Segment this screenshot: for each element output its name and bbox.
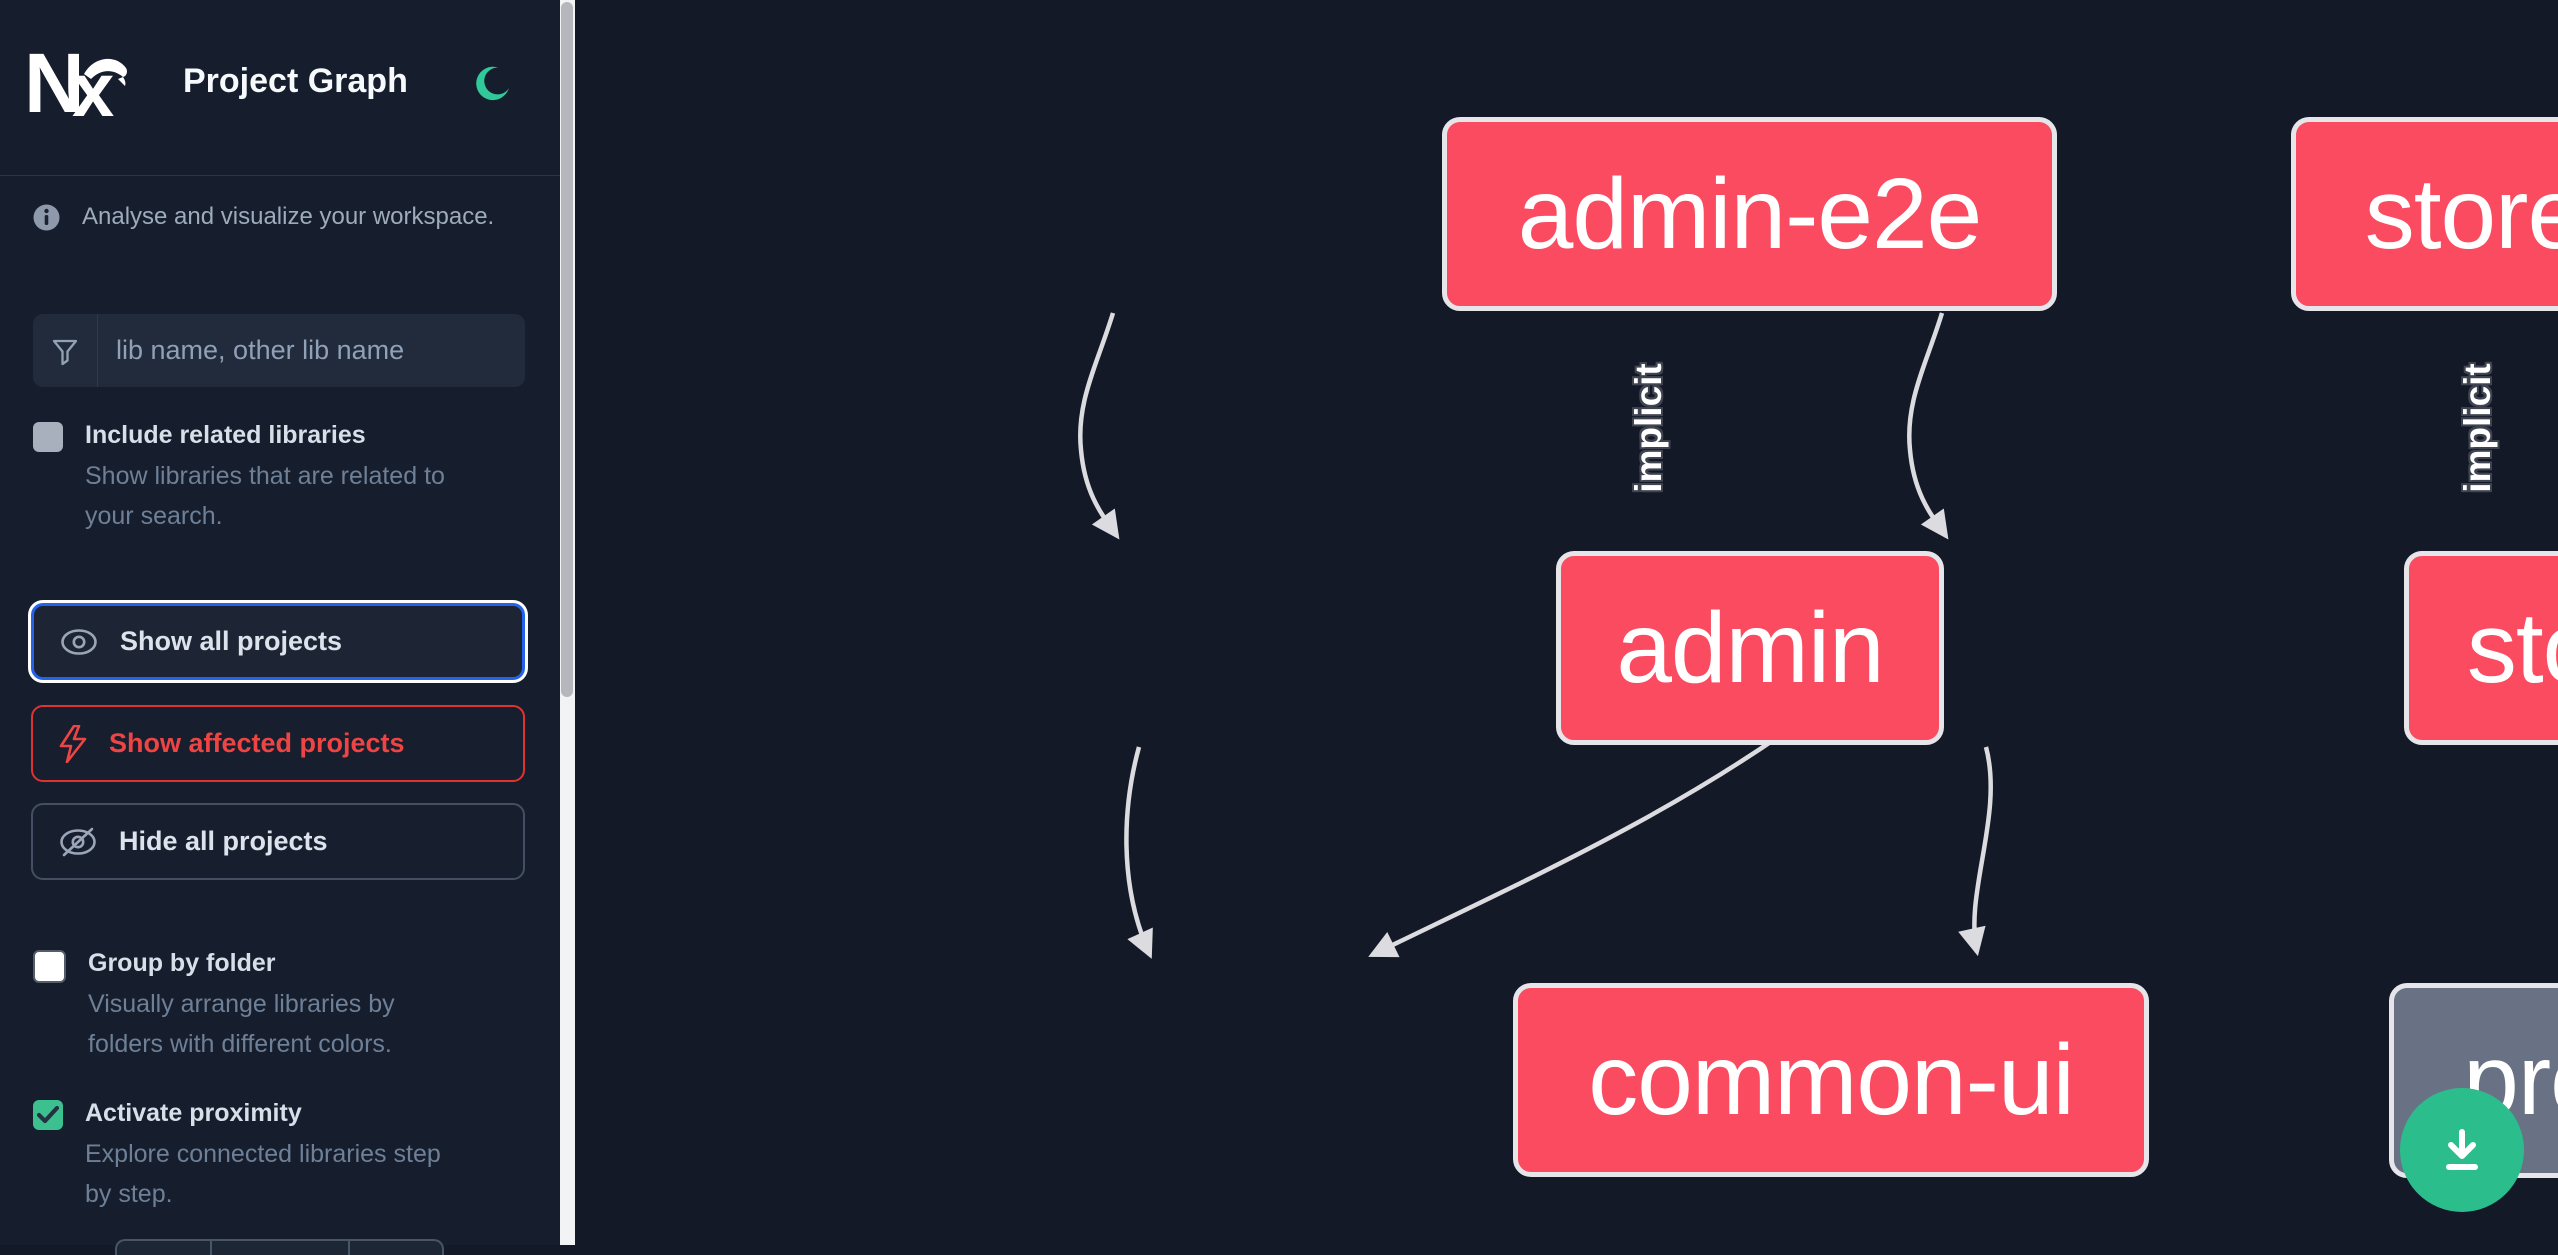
show-all-projects-label: Show all projects: [120, 626, 343, 656]
svg-text:N: N: [28, 46, 79, 120]
edge-store-products: [1958, 746, 1993, 957]
toggle-description: Show libraries that are related to your …: [85, 462, 445, 530]
toggle-description: Visually arrange libraries by folders wi…: [88, 990, 395, 1058]
sidebar-scrollbar-thumb[interactable]: [561, 2, 573, 697]
show-affected-projects-label: Show affected projects: [109, 728, 405, 758]
page-title: Project Graph: [183, 62, 408, 100]
edge-label-implicit: implicit: [2457, 363, 2498, 493]
toggle-description: Explore connected libraries step by step…: [85, 1140, 441, 1208]
node-store[interactable]: store: [2404, 551, 2558, 745]
node-common-ui[interactable]: common-ui: [1513, 983, 2149, 1177]
download-image-button[interactable]: [2400, 1088, 2524, 1212]
toggle-activate-proximity: Activate proximity Explore connected lib…: [33, 1096, 495, 1214]
checkbox-group-by-folder[interactable]: [33, 950, 66, 983]
header-divider: [0, 175, 560, 176]
edge-admin-common-ui: [1124, 746, 1153, 959]
edge-store-e2e-store: [1907, 312, 1949, 540]
eye-off-icon: [60, 827, 96, 856]
info-icon: [33, 204, 60, 230]
checkbox-activate-proximity[interactable]: [33, 1100, 63, 1130]
download-icon: [2446, 1129, 2478, 1170]
project-graph-canvas[interactable]: implicit implicit admin-e2e store-e2e ad…: [575, 0, 2558, 1245]
funnel-icon: [52, 339, 78, 365]
sidebar-scrollbar-track[interactable]: [560, 0, 575, 1245]
nx-logo: N x: [28, 46, 127, 120]
toggle-label: Group by folder: [88, 949, 276, 977]
filter-icon-cell: [33, 314, 98, 387]
tagline-text: Analyse and visualize your workspace.: [82, 203, 495, 230]
show-all-projects-button[interactable]: Show all projects: [31, 603, 525, 680]
edge-admin-e2e-admin: [1078, 312, 1120, 540]
bolt-icon: [59, 724, 87, 763]
hide-all-projects-button[interactable]: Hide all projects: [31, 803, 525, 880]
toggle-group-by-folder: Group by folder Visually arrange librari…: [33, 946, 498, 1064]
hide-all-projects-label: Hide all projects: [119, 826, 328, 856]
svg-text:x: x: [72, 48, 114, 120]
node-admin-e2e[interactable]: admin-e2e: [1442, 117, 2057, 311]
toggle-label: Activate proximity: [85, 1099, 302, 1127]
filter-input[interactable]: [98, 314, 525, 387]
toggle-include-related-libraries: Include related libraries Show libraries…: [33, 418, 495, 536]
stepper-divider: [348, 1241, 350, 1255]
check-icon: [37, 1106, 59, 1124]
show-affected-projects-button[interactable]: Show affected projects: [31, 705, 525, 782]
checkbox-include-related[interactable]: [33, 422, 63, 452]
tagline-row: Analyse and visualize your workspace.: [33, 203, 494, 231]
stepper-divider: [210, 1241, 212, 1255]
eye-icon: [61, 628, 97, 655]
toggle-label: Include related libraries: [85, 421, 366, 449]
node-admin[interactable]: admin: [1556, 551, 1944, 745]
filter-box: [33, 314, 525, 387]
node-store-e2e[interactable]: store-e2e: [2291, 117, 2558, 311]
sidebar: N x Project Graph Analyse and visualize …: [0, 0, 561, 1255]
moon-icon[interactable]: [470, 64, 512, 106]
edge-label-implicit: implicit: [1628, 363, 1669, 493]
proximity-stepper[interactable]: [115, 1239, 444, 1255]
